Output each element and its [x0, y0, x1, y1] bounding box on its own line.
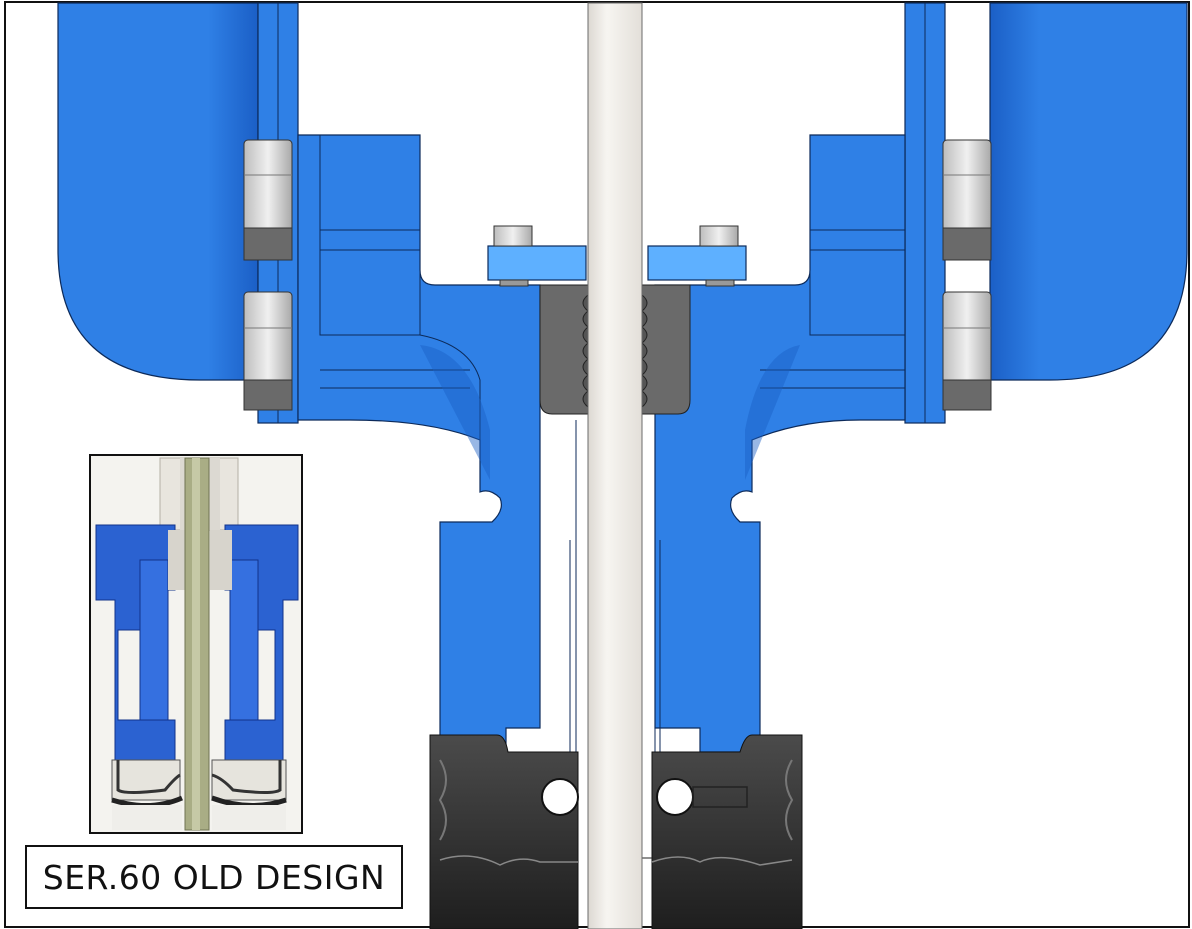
inset-caption-box: SER.60 OLD DESIGN	[25, 845, 403, 909]
right-flange	[989, 2, 1188, 381]
inset-caption-label: SER.60 OLD DESIGN	[42, 857, 386, 897]
left-gland-bolt	[493, 225, 533, 287]
left-gland-flange	[487, 245, 587, 281]
right-lower-nut	[942, 291, 992, 411]
right-pin-hole	[656, 778, 694, 816]
left-yoke-body	[297, 134, 541, 753]
right-packing	[641, 284, 691, 415]
left-pin-hole	[541, 778, 579, 816]
left-upper-nut	[243, 139, 293, 261]
right-seat-liner	[651, 734, 803, 929]
right-gland-bolt	[699, 225, 739, 287]
left-seat-liner	[429, 734, 579, 929]
valve-stem	[587, 2, 643, 929]
left-flange	[57, 2, 259, 381]
inset-old-design-photo	[89, 454, 303, 834]
right-gland-flange	[647, 245, 747, 281]
right-yoke-body	[654, 134, 906, 753]
right-upper-nut	[942, 139, 992, 261]
left-packing	[539, 284, 589, 415]
left-lower-nut	[243, 291, 293, 411]
